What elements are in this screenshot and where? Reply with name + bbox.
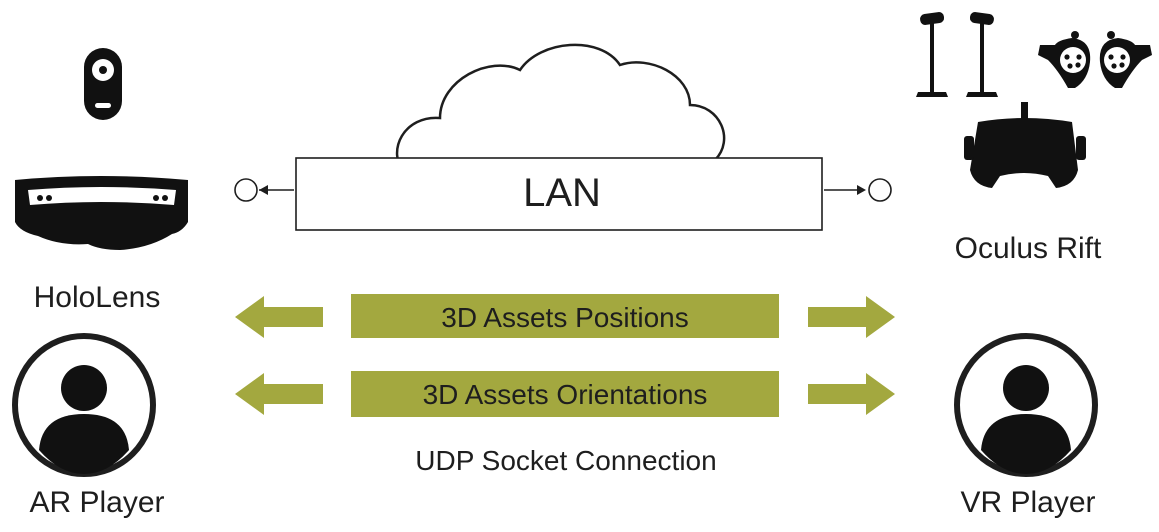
vr-player-label: VR Player xyxy=(960,486,1095,519)
vr-player-avatar-icon xyxy=(954,333,1098,477)
positions-stream: 3D Assets Positions xyxy=(235,294,895,338)
orientations-label: 3D Assets Orientations xyxy=(423,379,708,410)
lan-label: LAN xyxy=(523,171,601,215)
lan-right-connector xyxy=(824,178,892,202)
positions-label: 3D Assets Positions xyxy=(441,302,688,333)
right-arrow-icon xyxy=(808,296,895,338)
hololens-headset-icon xyxy=(15,176,188,250)
hololens-clicker-icon xyxy=(84,48,122,120)
oculus-rift-label: Oculus Rift xyxy=(955,232,1102,265)
left-arrow-icon xyxy=(235,296,323,338)
oculus-rift-headset-icon xyxy=(964,102,1086,188)
hololens-label: HoloLens xyxy=(34,281,161,314)
lan-box: LAN xyxy=(295,157,823,231)
orientations-bar xyxy=(351,371,779,417)
right-arrow-icon xyxy=(808,373,895,415)
oculus-controllers-icon xyxy=(1038,31,1152,88)
ar-player-label: AR Player xyxy=(29,486,164,519)
oculus-sensor-icon xyxy=(916,12,998,97)
positions-bar xyxy=(351,294,779,338)
left-arrow-icon xyxy=(235,373,323,415)
orientations-stream: 3D Assets Orientations xyxy=(235,371,895,417)
udp-connection-label: UDP Socket Connection xyxy=(415,445,716,476)
ar-player-avatar-icon xyxy=(12,333,156,477)
lan-left-connector xyxy=(234,178,294,202)
